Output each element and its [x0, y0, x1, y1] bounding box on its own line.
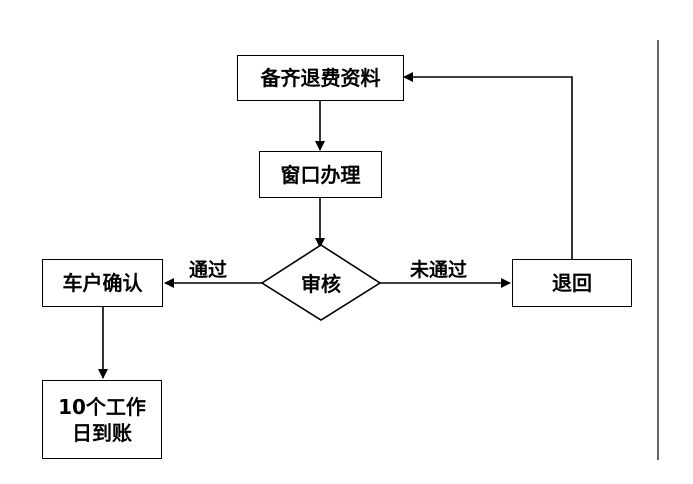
node-arrival-line2: 日到账 [72, 420, 132, 445]
edge-label-fail: 未通过 [410, 259, 468, 281]
node-window-processing-label: 窗口办理 [280, 162, 361, 187]
node-prepare-documents: 备齐退费资料 [237, 55, 404, 101]
arrow-returned-to-prepare [403, 72, 573, 259]
node-window-processing: 窗口办理 [259, 151, 382, 198]
node-owner-confirm-label: 车户确认 [62, 271, 143, 295]
node-arrival: 10个工作 日到账 [42, 380, 162, 459]
node-prepare-documents-label: 备齐退费资料 [260, 66, 381, 90]
review-decision-diamond [260, 244, 382, 321]
node-returned-label: 退回 [552, 271, 592, 295]
node-arrival-line1: 10个工作 [58, 394, 146, 419]
node-review-label: 审核 [262, 245, 380, 320]
review-text: 审核 [301, 272, 341, 296]
node-returned: 退回 [512, 259, 632, 307]
edge-label-pass: 通过 [189, 259, 228, 281]
node-owner-confirm: 车户确认 [42, 259, 163, 307]
